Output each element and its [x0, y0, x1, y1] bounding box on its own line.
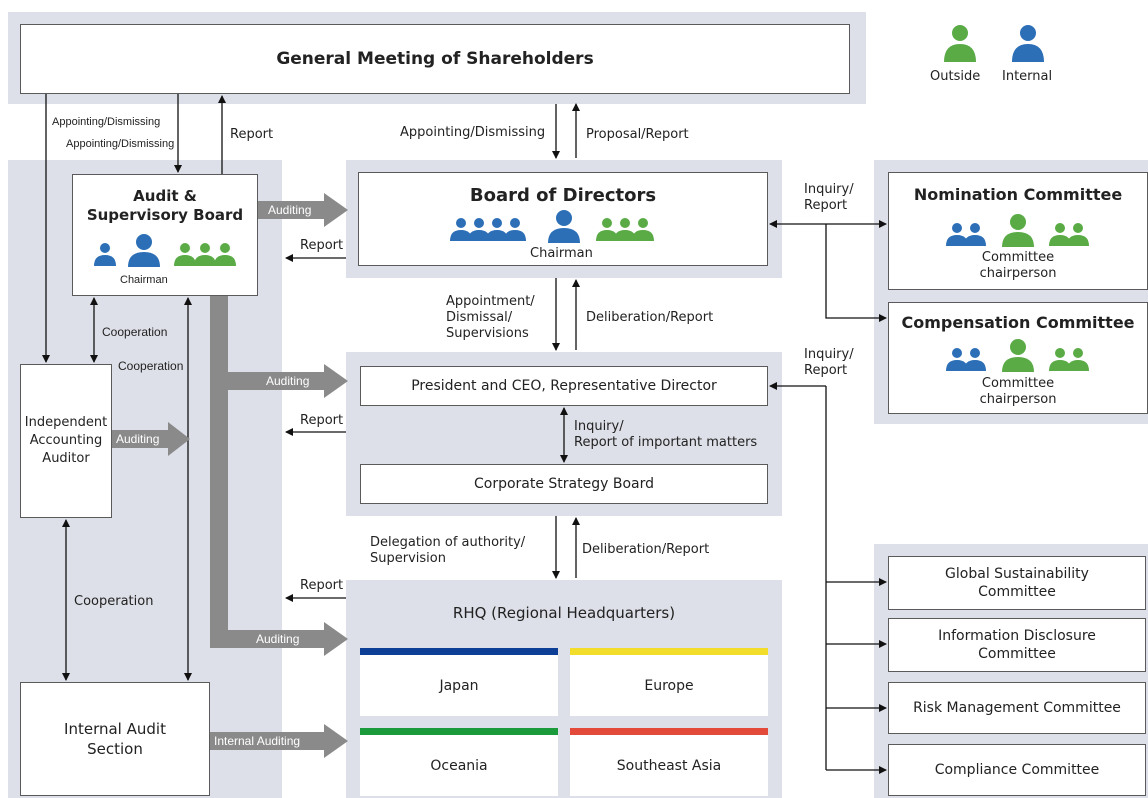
label-internal-auditing: Internal Auditing [214, 734, 301, 748]
global-sustainability-committee-box: Global Sustainability Committee [888, 556, 1146, 610]
label-rhq-report: Report [300, 578, 344, 593]
label-board-report: Report [300, 238, 344, 253]
audit-board-chairman-label: Chairman [120, 274, 168, 286]
label-auditing-board: Auditing [268, 203, 312, 217]
auditor-line-2: Accounting [29, 433, 103, 448]
legend-outside-label: Outside [930, 69, 981, 84]
region-europe-box: Europe [570, 648, 768, 716]
internal-auditing-arrow [210, 724, 348, 758]
label-auditing-auditor: Auditing [116, 432, 160, 446]
compensation-title: Compensation Committee [901, 313, 1135, 332]
independent-accounting-auditor-box: Independent Accounting Auditor [20, 364, 112, 518]
label-deliberation-1: Deliberation/Report [586, 310, 714, 325]
region-oceania-label: Oceania [430, 757, 488, 774]
compliance-label: Compliance Committee [934, 762, 1100, 778]
label-deliberation-2: Deliberation/Report [582, 542, 710, 557]
audit-board-title-2: Supervisory Board [86, 206, 244, 224]
label-dismissal: Dismissal/ [446, 310, 513, 325]
label-proposal-report: Proposal/Report [586, 127, 689, 142]
corporate-strategy-board-box: Corporate Strategy Board [360, 464, 768, 504]
legend-outside-icon [944, 25, 976, 62]
risk-management-committee-box: Risk Management Committee [888, 682, 1146, 734]
region-southeast-asia-box: Southeast Asia [570, 728, 768, 796]
sustainability-line-1: Global Sustainability [945, 566, 1089, 582]
region-oceania-box: Oceania [360, 728, 558, 796]
label-appointment: Appointment/ [446, 294, 535, 309]
legend-internal-label: Internal [1002, 69, 1053, 84]
president-title: President and CEO, Representative Direct… [411, 378, 717, 394]
label-appointing-1: Appointing/Dismissing [52, 116, 161, 128]
internal-audit-line-2: Section [87, 740, 143, 758]
auditing-flows [112, 193, 348, 758]
information-disclosure-committee-box: Information Disclosure Committee [888, 618, 1146, 672]
audit-board-people-icons [94, 234, 236, 267]
compensation-chair-1: Committee [981, 376, 1055, 391]
auditor-line-1: Independent [24, 415, 108, 430]
label-audit-report: Report [230, 127, 274, 142]
board-people-icons [450, 210, 654, 243]
label-inquiry-2: Inquiry/ [804, 347, 854, 362]
label-auditing-rhq: Auditing [256, 632, 300, 646]
label-supervision: Supervision [370, 551, 446, 566]
compensation-people-icons [946, 339, 1089, 372]
auditing-to-president-arrow [228, 364, 348, 398]
compliance-committee-box: Compliance Committee [888, 744, 1146, 796]
label-report-1: Report [804, 198, 848, 213]
label-delegation: Delegation of authority/ [370, 535, 526, 550]
risk-label: Risk Management Committee [913, 700, 1121, 716]
nomination-title: Nomination Committee [913, 185, 1123, 204]
label-supervisions: Supervisions [446, 326, 529, 341]
region-japan-box: Japan [360, 648, 558, 716]
board-title: Board of Directors [469, 185, 657, 206]
label-cooperation-1: Cooperation [102, 325, 168, 339]
nomination-chair-2: chairperson [979, 266, 1057, 281]
label-cooperation-3: Cooperation [74, 594, 154, 609]
label-inquiry-1: Inquiry/ [804, 182, 854, 197]
compensation-chair-2: chairperson [979, 392, 1057, 407]
general-meeting-box: General Meeting of Shareholders [20, 24, 850, 94]
auditor-line-3: Auditor [42, 451, 90, 466]
legend-internal-icon [1012, 25, 1044, 62]
disclosure-line-2: Committee [978, 646, 1056, 662]
board-chairman-label: Chairman [530, 246, 593, 261]
disclosure-line-1: Information Disclosure [938, 628, 1096, 644]
strategy-title: Corporate Strategy Board [473, 476, 655, 492]
auditor-auditing-arrow [112, 422, 190, 456]
audit-board-auditing-arrow [258, 193, 348, 227]
label-exec-report: Report [300, 413, 344, 428]
general-meeting-title: General Meeting of Shareholders [276, 49, 594, 69]
nomination-people-icons [946, 214, 1089, 247]
region-europe-label: Europe [644, 677, 694, 694]
audit-trunk [210, 296, 228, 648]
nomination-committee-box: Nomination Committee [888, 172, 1148, 290]
label-report-2: Report [804, 363, 848, 378]
rhq-title: RHQ (Regional Headquarters) [452, 604, 676, 622]
label-inquiry-3: Inquiry/ [574, 419, 624, 434]
legend-icons [944, 25, 1044, 62]
audit-board-title-1: Audit & [133, 187, 197, 205]
internal-audit-section-box: Internal Audit Section [20, 682, 210, 796]
region-japan-label: Japan [439, 677, 479, 694]
label-report-important: Report of important matters [574, 435, 758, 450]
audit-supervisory-board-box: Audit & Supervisory Board [72, 174, 258, 296]
sustainability-line-2: Committee [978, 584, 1056, 600]
internal-audit-line-1: Internal Audit [64, 720, 166, 738]
label-appointing-2: Appointing/Dismissing [66, 138, 175, 150]
label-auditing-president: Auditing [266, 374, 310, 388]
nomination-chair-1: Committee [981, 250, 1055, 265]
region-southeast-asia-label: Southeast Asia [616, 757, 722, 774]
label-cooperation-2: Cooperation [118, 359, 184, 373]
president-ceo-box: President and CEO, Representative Direct… [360, 366, 768, 406]
auditing-to-rhq-arrow [210, 622, 348, 656]
branch-to-compensation [825, 224, 887, 322]
label-gms-appointing: Appointing/Dismissing [400, 125, 546, 140]
